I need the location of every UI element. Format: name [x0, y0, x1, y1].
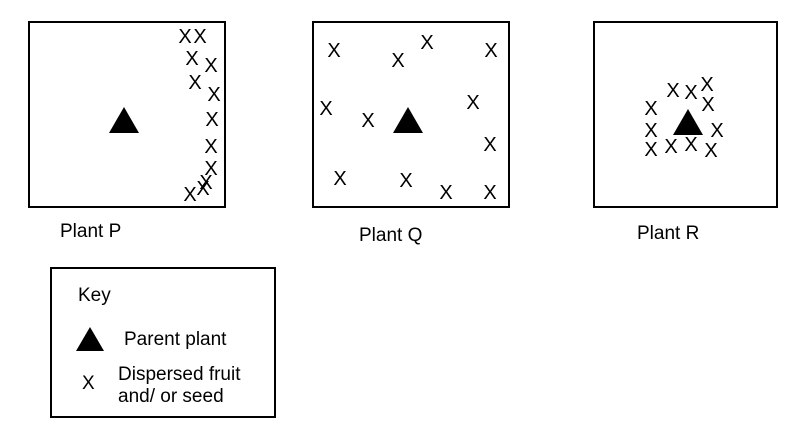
caption-plant-r: Plant R: [637, 223, 700, 244]
fruit-mark: X: [484, 40, 498, 62]
fruit-mark: X: [644, 139, 658, 161]
key-fruit-label-line1: Dispersed fruit: [118, 364, 241, 385]
fruit-mark: X: [204, 55, 218, 77]
caption-plant-p: Plant P: [60, 221, 122, 242]
fruit-mark: X: [207, 84, 221, 106]
fruit-mark: X: [664, 136, 678, 158]
fruit-mark: X: [193, 26, 207, 48]
fruit-mark: X: [204, 158, 218, 180]
fruit-mark: X: [399, 170, 413, 192]
fruit-mark: X: [188, 72, 202, 94]
fruit-mark: X: [704, 140, 718, 162]
fruit-mark: X: [319, 98, 333, 120]
key-title: Key: [78, 285, 111, 306]
parent-plant-key-icon: [76, 327, 104, 351]
fruit-mark: X: [439, 182, 453, 204]
fruit-mark: X: [205, 109, 219, 131]
fruit-mark: X: [666, 80, 680, 102]
key-box: Key Parent plant X Dispersed fruit and/ …: [50, 267, 276, 418]
fruit-mark: X: [644, 120, 658, 142]
fruit-mark: X: [420, 32, 434, 54]
fruit-mark: X: [483, 182, 497, 204]
fruit-mark: X: [327, 40, 341, 62]
parent-plant-icon: [673, 109, 703, 135]
fruit-mark: X: [333, 168, 347, 190]
fruit-mark: X: [199, 172, 213, 194]
key-parent-label: Parent plant: [124, 329, 227, 350]
fruit-mark: X: [466, 92, 480, 114]
key-fruit-label-line2: and/ or seed: [118, 386, 224, 407]
fruit-mark: X: [700, 74, 714, 96]
parent-plant-icon: [109, 107, 139, 133]
key-fruit-label: Dispersed fruit and/ or seed: [118, 364, 241, 408]
fruit-mark: X: [644, 98, 658, 120]
fruit-mark: X: [684, 82, 698, 104]
fruit-mark: X: [196, 178, 210, 200]
caption-plant-q: Plant Q: [359, 225, 423, 246]
fruit-mark: X: [391, 50, 405, 72]
fruit-mark: X: [204, 136, 218, 158]
fruit-mark: X: [185, 48, 199, 70]
fruit-mark: X: [701, 94, 715, 116]
fruit-mark: X: [361, 110, 375, 132]
parent-plant-icon: [393, 107, 423, 133]
fruit-mark: X: [183, 184, 197, 206]
fruit-mark: X: [178, 26, 192, 48]
key-x-symbol: X: [82, 373, 95, 394]
fruit-mark: X: [710, 120, 724, 142]
fruit-mark: X: [684, 134, 698, 156]
fruit-mark: X: [483, 134, 497, 156]
